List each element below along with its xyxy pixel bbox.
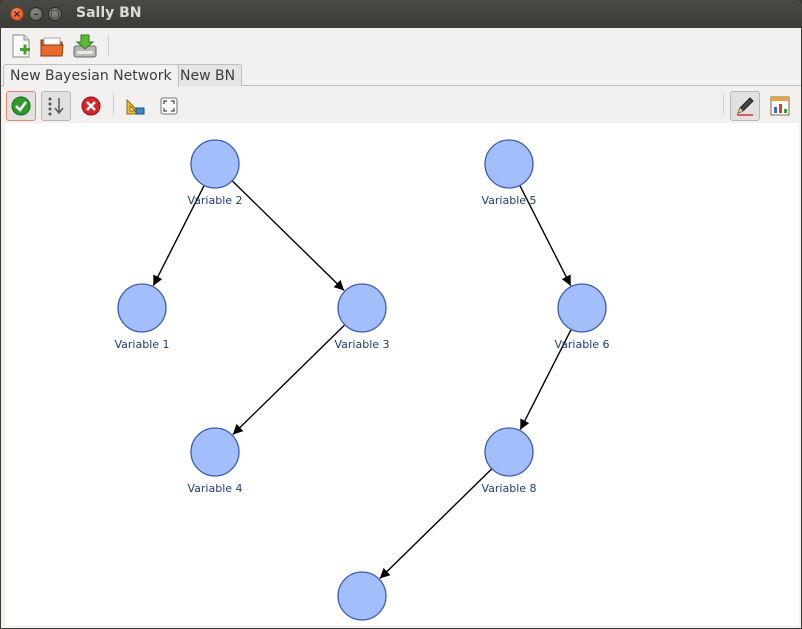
edge-v5-v6[interactable] — [519, 185, 572, 287]
chart-icon — [770, 96, 790, 116]
doc-toolbar-separator — [113, 93, 114, 115]
inference-button[interactable] — [765, 91, 795, 121]
node-v1[interactable] — [117, 283, 167, 333]
window-body: New Bayesian Network New BN — [1, 28, 801, 628]
edge-v6-v8[interactable] — [519, 329, 572, 431]
open-button[interactable] — [38, 32, 66, 60]
doc-toolbar-separator-right — [723, 93, 724, 115]
document-toolbar — [1, 87, 801, 123]
edge-v8-v7[interactable] — [379, 468, 493, 580]
network-canvas[interactable]: Variable 2 Variable 5 Variable 1 Variable 3… — [5, 123, 799, 626]
toolbar-separator — [108, 35, 109, 57]
node-v8[interactable] — [484, 427, 534, 477]
node-label-v6: Variable 6 — [554, 338, 610, 351]
node-v2[interactable] — [190, 139, 240, 189]
node-v7[interactable] — [337, 571, 387, 621]
node-label-v4: Variable 4 — [187, 482, 243, 495]
geometry-icon — [126, 98, 145, 115]
delete-button[interactable] — [76, 91, 106, 121]
save-icon — [73, 34, 97, 58]
main-toolbar — [1, 28, 801, 64]
node-v4[interactable] — [190, 427, 240, 477]
geometry-button[interactable] — [120, 91, 150, 121]
node-label-v2: Variable 2 — [187, 194, 243, 207]
layout-icon — [48, 97, 64, 116]
edit-mode-button[interactable] — [730, 91, 760, 121]
fit-view-button[interactable] — [154, 91, 184, 121]
save-button[interactable] — [71, 32, 99, 60]
edge-v2-v1[interactable] — [152, 185, 205, 287]
compile-button[interactable] — [6, 91, 36, 121]
title-bar: × – □ Sally BN — [0, 0, 802, 28]
fit-icon — [160, 97, 178, 115]
node-label-v3: Variable 3 — [334, 338, 390, 351]
node-label-v8: Variable 8 — [481, 482, 537, 495]
check-icon — [11, 96, 31, 116]
new-network-button[interactable] — [7, 32, 35, 60]
node-label-v1: Variable 1 — [114, 338, 170, 351]
edge-v2-v3[interactable] — [231, 180, 345, 292]
node-v5[interactable] — [484, 139, 534, 189]
layout-button[interactable] — [41, 91, 71, 121]
delete-icon — [81, 96, 101, 116]
tab-new-bn[interactable]: New BN — [173, 64, 243, 86]
node-v6[interactable] — [557, 283, 607, 333]
tab-bar: New Bayesian Network New BN — [1, 64, 801, 87]
network-graph — [117, 139, 607, 621]
maximize-window-button[interactable]: □ — [48, 7, 62, 21]
node-label-v5: Variable 5 — [481, 194, 537, 207]
node-v3[interactable] — [337, 283, 387, 333]
window-title: Sally BN — [76, 5, 142, 21]
edge-v3-v4[interactable] — [232, 324, 346, 436]
edit-mode-icon — [737, 97, 754, 116]
new-network-icon — [12, 34, 30, 58]
tab-new-bayesian-network[interactable]: New Bayesian Network — [3, 64, 179, 87]
open-folder-icon — [40, 37, 64, 57]
close-window-button[interactable]: × — [10, 7, 24, 21]
minimize-window-button[interactable]: – — [29, 7, 43, 21]
